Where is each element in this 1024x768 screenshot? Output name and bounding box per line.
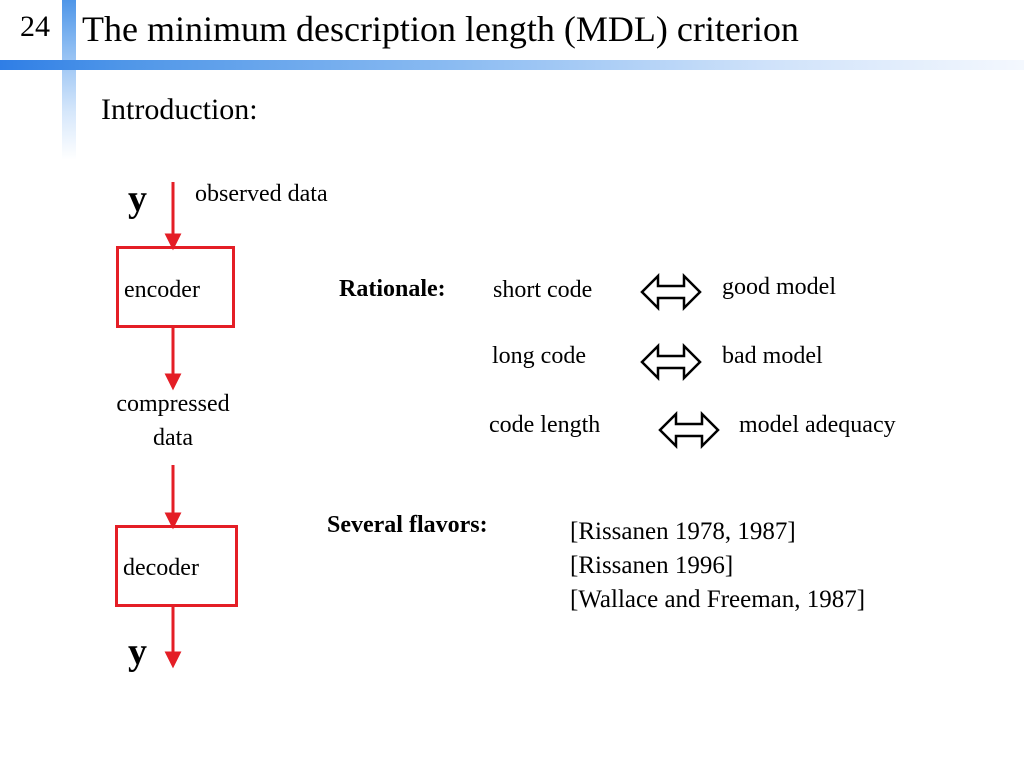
decoder-in-arrow-head [164,512,182,530]
double-arrow-icon [640,342,702,382]
reference-item: [Rissanen 1978, 1987] [570,518,796,545]
encoder-out-arrow-head [164,373,182,391]
section-heading: Introduction: [101,93,258,126]
double-arrow-icon [658,410,720,450]
title-accent-vertical-bar [62,0,76,160]
flavors-heading: Several flavors: [327,512,488,538]
input-symbol-y: y [128,178,147,220]
encoder-label: encoder [124,277,200,303]
compressed-label-line-1: compressed [116,391,230,417]
reference-item: [Rissanen 1996] [570,552,734,579]
rationale-left-short-code: short code [493,277,593,303]
compressed-label-line-2: data [153,425,193,451]
rationale-left-code-length: code length [489,412,601,438]
input-arrow-head [164,233,182,251]
rationale-right-good-model: good model [722,274,836,300]
rationale-right-bad-model: bad model [722,343,823,369]
reference-list: [Rissanen 1978, 1987] [Rissanen 1996] [W… [570,515,865,617]
output-arrow-head [164,651,182,669]
slide-title: The minimum description length (MDL) cri… [82,9,799,49]
decoder-box [115,525,238,607]
title-accent-horizontal-bar [0,60,1024,70]
encoder-box [116,246,235,328]
decoder-label: decoder [123,555,199,581]
reference-item: [Wallace and Freeman, 1987] [570,586,866,613]
observed-data-label: observed data [195,181,328,207]
rationale-left-long-code: long code [492,343,586,369]
rationale-heading: Rationale: [339,276,446,302]
output-symbol-y: y [128,631,147,673]
double-arrow-icon [640,272,702,312]
slide-number: 24 [20,10,50,43]
compressed-data-label: compressed data [93,387,253,455]
rationale-right-model-adequacy: model adequacy [739,412,896,438]
